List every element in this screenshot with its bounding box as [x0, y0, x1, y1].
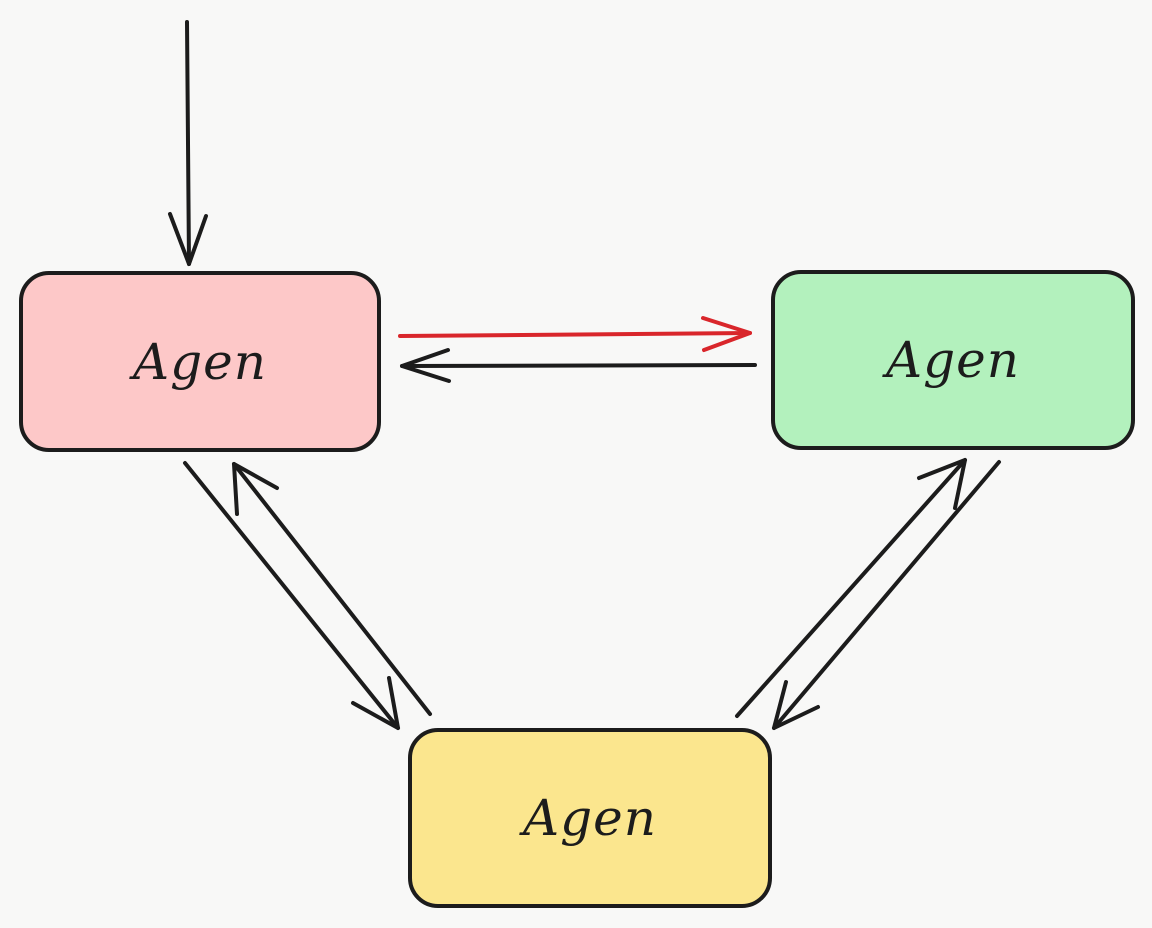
- agent-node-bottom-label: Agen: [523, 789, 657, 847]
- agent-node-right[interactable]: Agen: [771, 270, 1135, 450]
- arrow-bottom-to-left: [232, 462, 432, 716]
- agent-node-left-label: Agen: [133, 332, 267, 391]
- arrow-right-to-bottom: [772, 460, 1001, 730]
- arrow-bottom-to-right: [735, 458, 967, 718]
- entry-arrow: [168, 20, 208, 266]
- arrow-left-to-right: [398, 316, 752, 352]
- agent-node-left[interactable]: Agen: [19, 271, 381, 452]
- agent-node-right-label: Agen: [886, 331, 1020, 389]
- arrow-right-to-left: [400, 348, 757, 383]
- arrow-left-to-bottom: [183, 461, 400, 730]
- agent-node-bottom[interactable]: Agen: [408, 728, 772, 908]
